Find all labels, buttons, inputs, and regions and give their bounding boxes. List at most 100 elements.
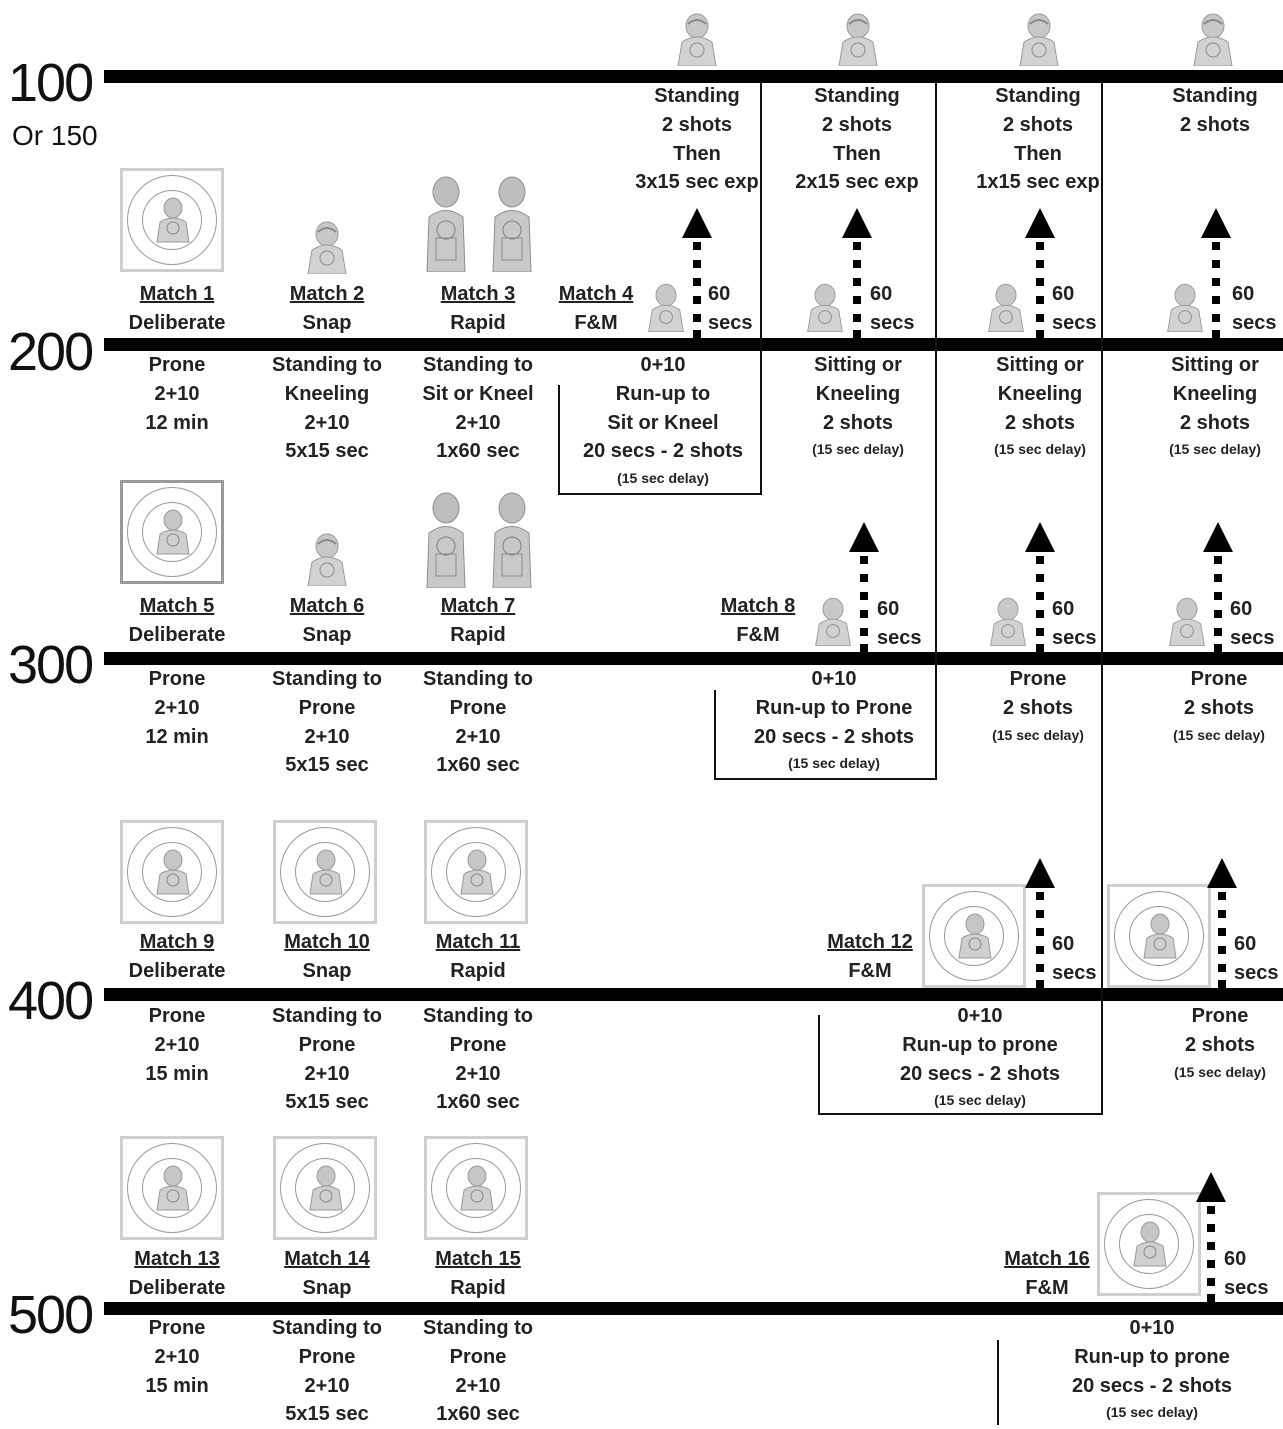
column-divider bbox=[935, 83, 937, 780]
figure-target-icon bbox=[645, 282, 687, 332]
figure-target-icon bbox=[835, 12, 881, 66]
range-label-100: 100 bbox=[8, 53, 94, 113]
move-up-arrow-icon bbox=[1196, 1172, 1228, 1302]
figure-target-icon bbox=[424, 488, 468, 588]
bullseye-target-icon bbox=[120, 820, 224, 924]
move-up-arrow-icon bbox=[1025, 858, 1057, 988]
figure-target-icon bbox=[1166, 596, 1208, 646]
bullseye-target-icon bbox=[120, 168, 224, 272]
figure-target-icon bbox=[304, 220, 350, 274]
figure-target-icon bbox=[985, 282, 1027, 332]
figure-target-icon bbox=[804, 282, 846, 332]
range-label-150: Or 150 bbox=[12, 120, 98, 151]
move-up-arrow-icon bbox=[682, 208, 714, 338]
figure-target-icon bbox=[987, 596, 1029, 646]
range-line-300 bbox=[104, 652, 1283, 665]
bullseye-target-icon bbox=[120, 1136, 224, 1240]
column-divider bbox=[1101, 83, 1103, 1115]
figure-target-icon bbox=[1190, 12, 1236, 66]
figure-target-icon bbox=[304, 532, 350, 586]
range-label-200: 200 bbox=[8, 322, 94, 382]
move-up-arrow-icon bbox=[849, 522, 881, 652]
bracket-line bbox=[714, 778, 937, 780]
bullseye-target-icon bbox=[273, 1136, 377, 1240]
bracket-line bbox=[558, 493, 762, 495]
figure-target-icon bbox=[674, 12, 720, 66]
move-up-arrow-icon bbox=[1025, 522, 1057, 652]
range-label-400: 400 bbox=[8, 971, 94, 1031]
bracket-line bbox=[558, 385, 560, 495]
column-divider bbox=[760, 83, 762, 494]
figure-target-icon bbox=[490, 172, 534, 272]
figure-target-icon bbox=[424, 172, 468, 272]
move-up-arrow-icon bbox=[1025, 208, 1057, 338]
bullseye-target-icon bbox=[273, 820, 377, 924]
figure-target-icon bbox=[490, 488, 534, 588]
bracket-line bbox=[818, 1113, 1103, 1115]
bullseye-target-icon bbox=[424, 820, 528, 924]
move-up-arrow-icon bbox=[842, 208, 874, 338]
bullseye-target-icon bbox=[424, 1136, 528, 1240]
range-line-400 bbox=[104, 988, 1283, 1001]
bracket-line bbox=[818, 1015, 820, 1115]
figure-target-icon bbox=[1016, 12, 1062, 66]
move-up-arrow-icon bbox=[1207, 858, 1239, 988]
bracket-line bbox=[714, 690, 716, 780]
figure-target-icon bbox=[812, 596, 854, 646]
bullseye-target-icon bbox=[922, 884, 1026, 988]
bullseye-target-icon bbox=[1097, 1192, 1201, 1296]
bullseye-target-icon bbox=[120, 480, 224, 584]
figure-target-icon bbox=[1164, 282, 1206, 332]
bullseye-target-icon bbox=[1107, 884, 1211, 988]
